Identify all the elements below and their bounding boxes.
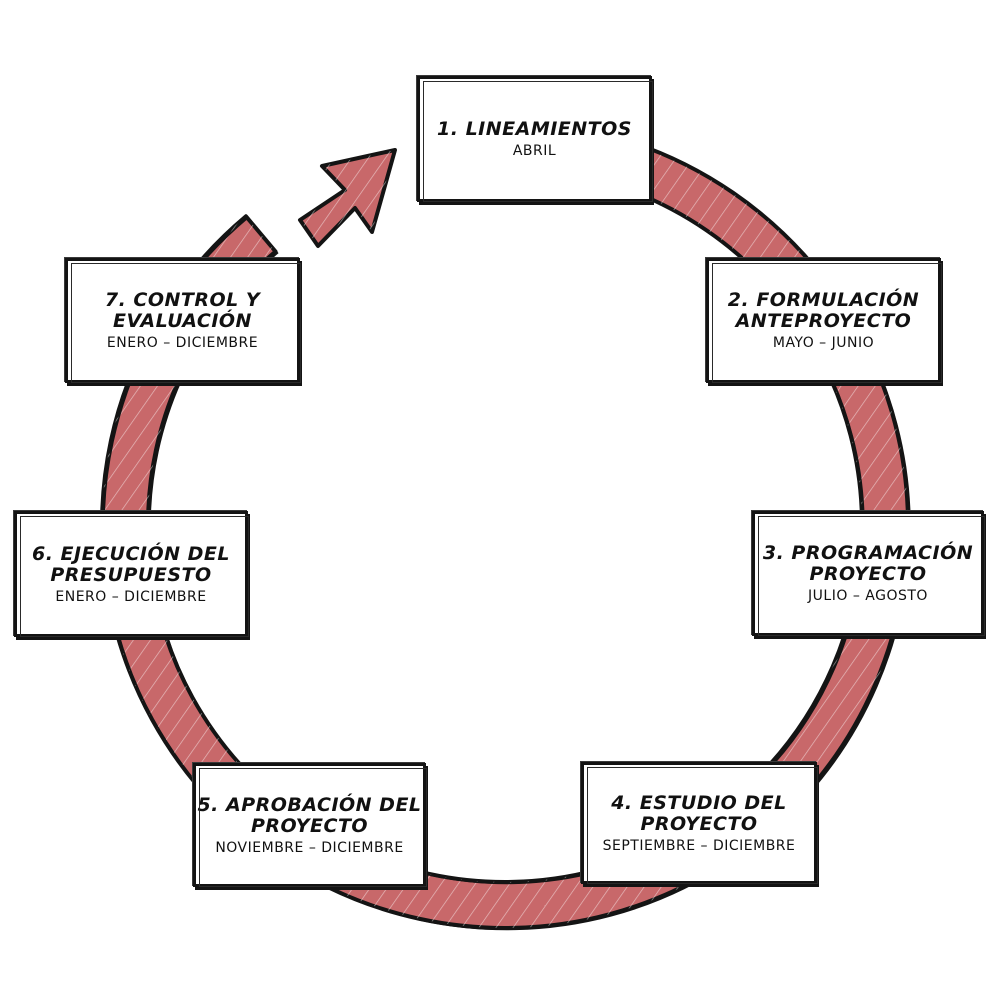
stage-box-estudio: 4. ESTUDIO DEL PROYECTO SEPTIEMBRE – DIC… (581, 762, 818, 884)
stage-box-lineamientos: 1. LINEAMIENTOS ABRIL (417, 76, 653, 202)
cycle-ring (100, 126, 911, 931)
stage-title: 4. ESTUDIO DEL PROYECTO (611, 791, 787, 835)
curved-arrow-head-icon (298, 148, 397, 248)
stage-title: 3. PROGRAMACIÓN PROYECTO (762, 542, 974, 585)
stage-box-control: 7. CONTROL Y EVALUACIÓN ENERO – DICIEMBR… (65, 258, 301, 383)
stage-title: 6. EJECUCIÓN DEL PRESUPUESTO (32, 542, 230, 586)
stage-box-aprobacion: 5. APROBACIÓN DEL PROYECTO NOVIEMBRE – D… (193, 763, 427, 887)
stage-period: SEPTIEMBRE – DICIEMBRE (602, 837, 796, 854)
stage-period: MAYO – JUNIO (772, 335, 875, 351)
stage-box-ejecucion: 6. EJECUCIÓN DEL PRESUPUESTO ENERO – DIC… (14, 511, 249, 637)
stage-period: JULIO – AGOSTO (808, 588, 928, 604)
stage-title: 5. APROBACIÓN DEL PROYECTO (197, 793, 422, 837)
stage-period: ABRIL (512, 143, 557, 159)
stage-title: 2. FORMULACIÓN ANTEPROYECTO (727, 289, 920, 332)
arrow-head-hatching (300, 150, 395, 246)
stage-box-formulacion: 2. FORMULACIÓN ANTEPROYECTO MAYO – JUNIO (706, 258, 942, 383)
ring-sketch-outline (103, 128, 911, 931)
stage-period: ENERO – DICIEMBRE (106, 335, 259, 351)
stage-period: NOVIEMBRE – DICIEMBRE (215, 839, 404, 856)
stage-title: 7. CONTROL Y EVALUACIÓN (104, 289, 261, 332)
stage-period: ENERO – DICIEMBRE (55, 588, 207, 605)
stage-title: 1. LINEAMIENTOS (437, 118, 632, 140)
stage-box-programacion: 3. PROGRAMACIÓN PROYECTO JULIO – AGOSTO (752, 511, 985, 636)
